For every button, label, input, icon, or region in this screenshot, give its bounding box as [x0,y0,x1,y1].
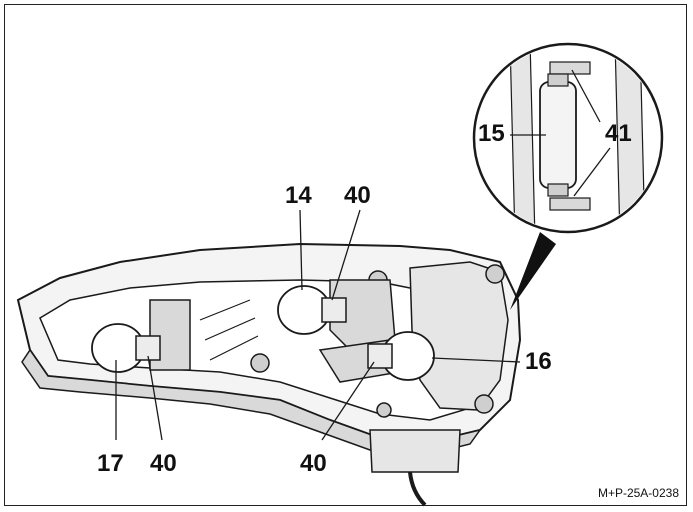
bulb-16-base [367,343,393,369]
inset-pointer [510,232,556,310]
bulb-14-base [321,297,347,323]
inset-housing-wall [509,46,536,230]
connector-cable [408,471,427,507]
leader-40-bottom [321,361,375,441]
callout-40-bottom: 40 [300,450,327,477]
housing-lower-lip [21,348,482,455]
leader-16 [431,357,521,363]
callout-41: 41 [605,120,632,147]
leader-41-a [571,69,601,123]
ribbing [199,299,259,361]
leader-40-top [331,209,361,301]
leader-41-b [573,147,611,197]
screw-boss-2 [485,264,505,284]
leader-lines [115,69,611,441]
screw-boss-5 [376,402,392,418]
inset-clip-bottom [549,197,591,211]
callout-40-left: 40 [150,450,177,477]
figure-code: M+P-25A-0238 [597,486,679,500]
inset-clip-top [549,61,591,75]
inset-housing-wall-right [614,46,646,230]
reflector-block [409,261,509,411]
festoon-cap-top [547,73,569,87]
leader-14 [299,209,303,291]
screw-boss-4 [250,353,270,373]
festoon-cap-bottom [547,183,569,197]
leader-40-left [147,355,163,441]
callout-16: 16 [525,348,552,375]
callout-14: 14 [285,182,312,209]
callout-17: 17 [97,450,124,477]
callout-40-top: 40 [344,182,371,209]
screw-boss-3 [474,394,494,414]
electrical-connector [369,429,461,473]
diagram-frame [4,4,687,506]
callout-15: 15 [478,120,505,147]
